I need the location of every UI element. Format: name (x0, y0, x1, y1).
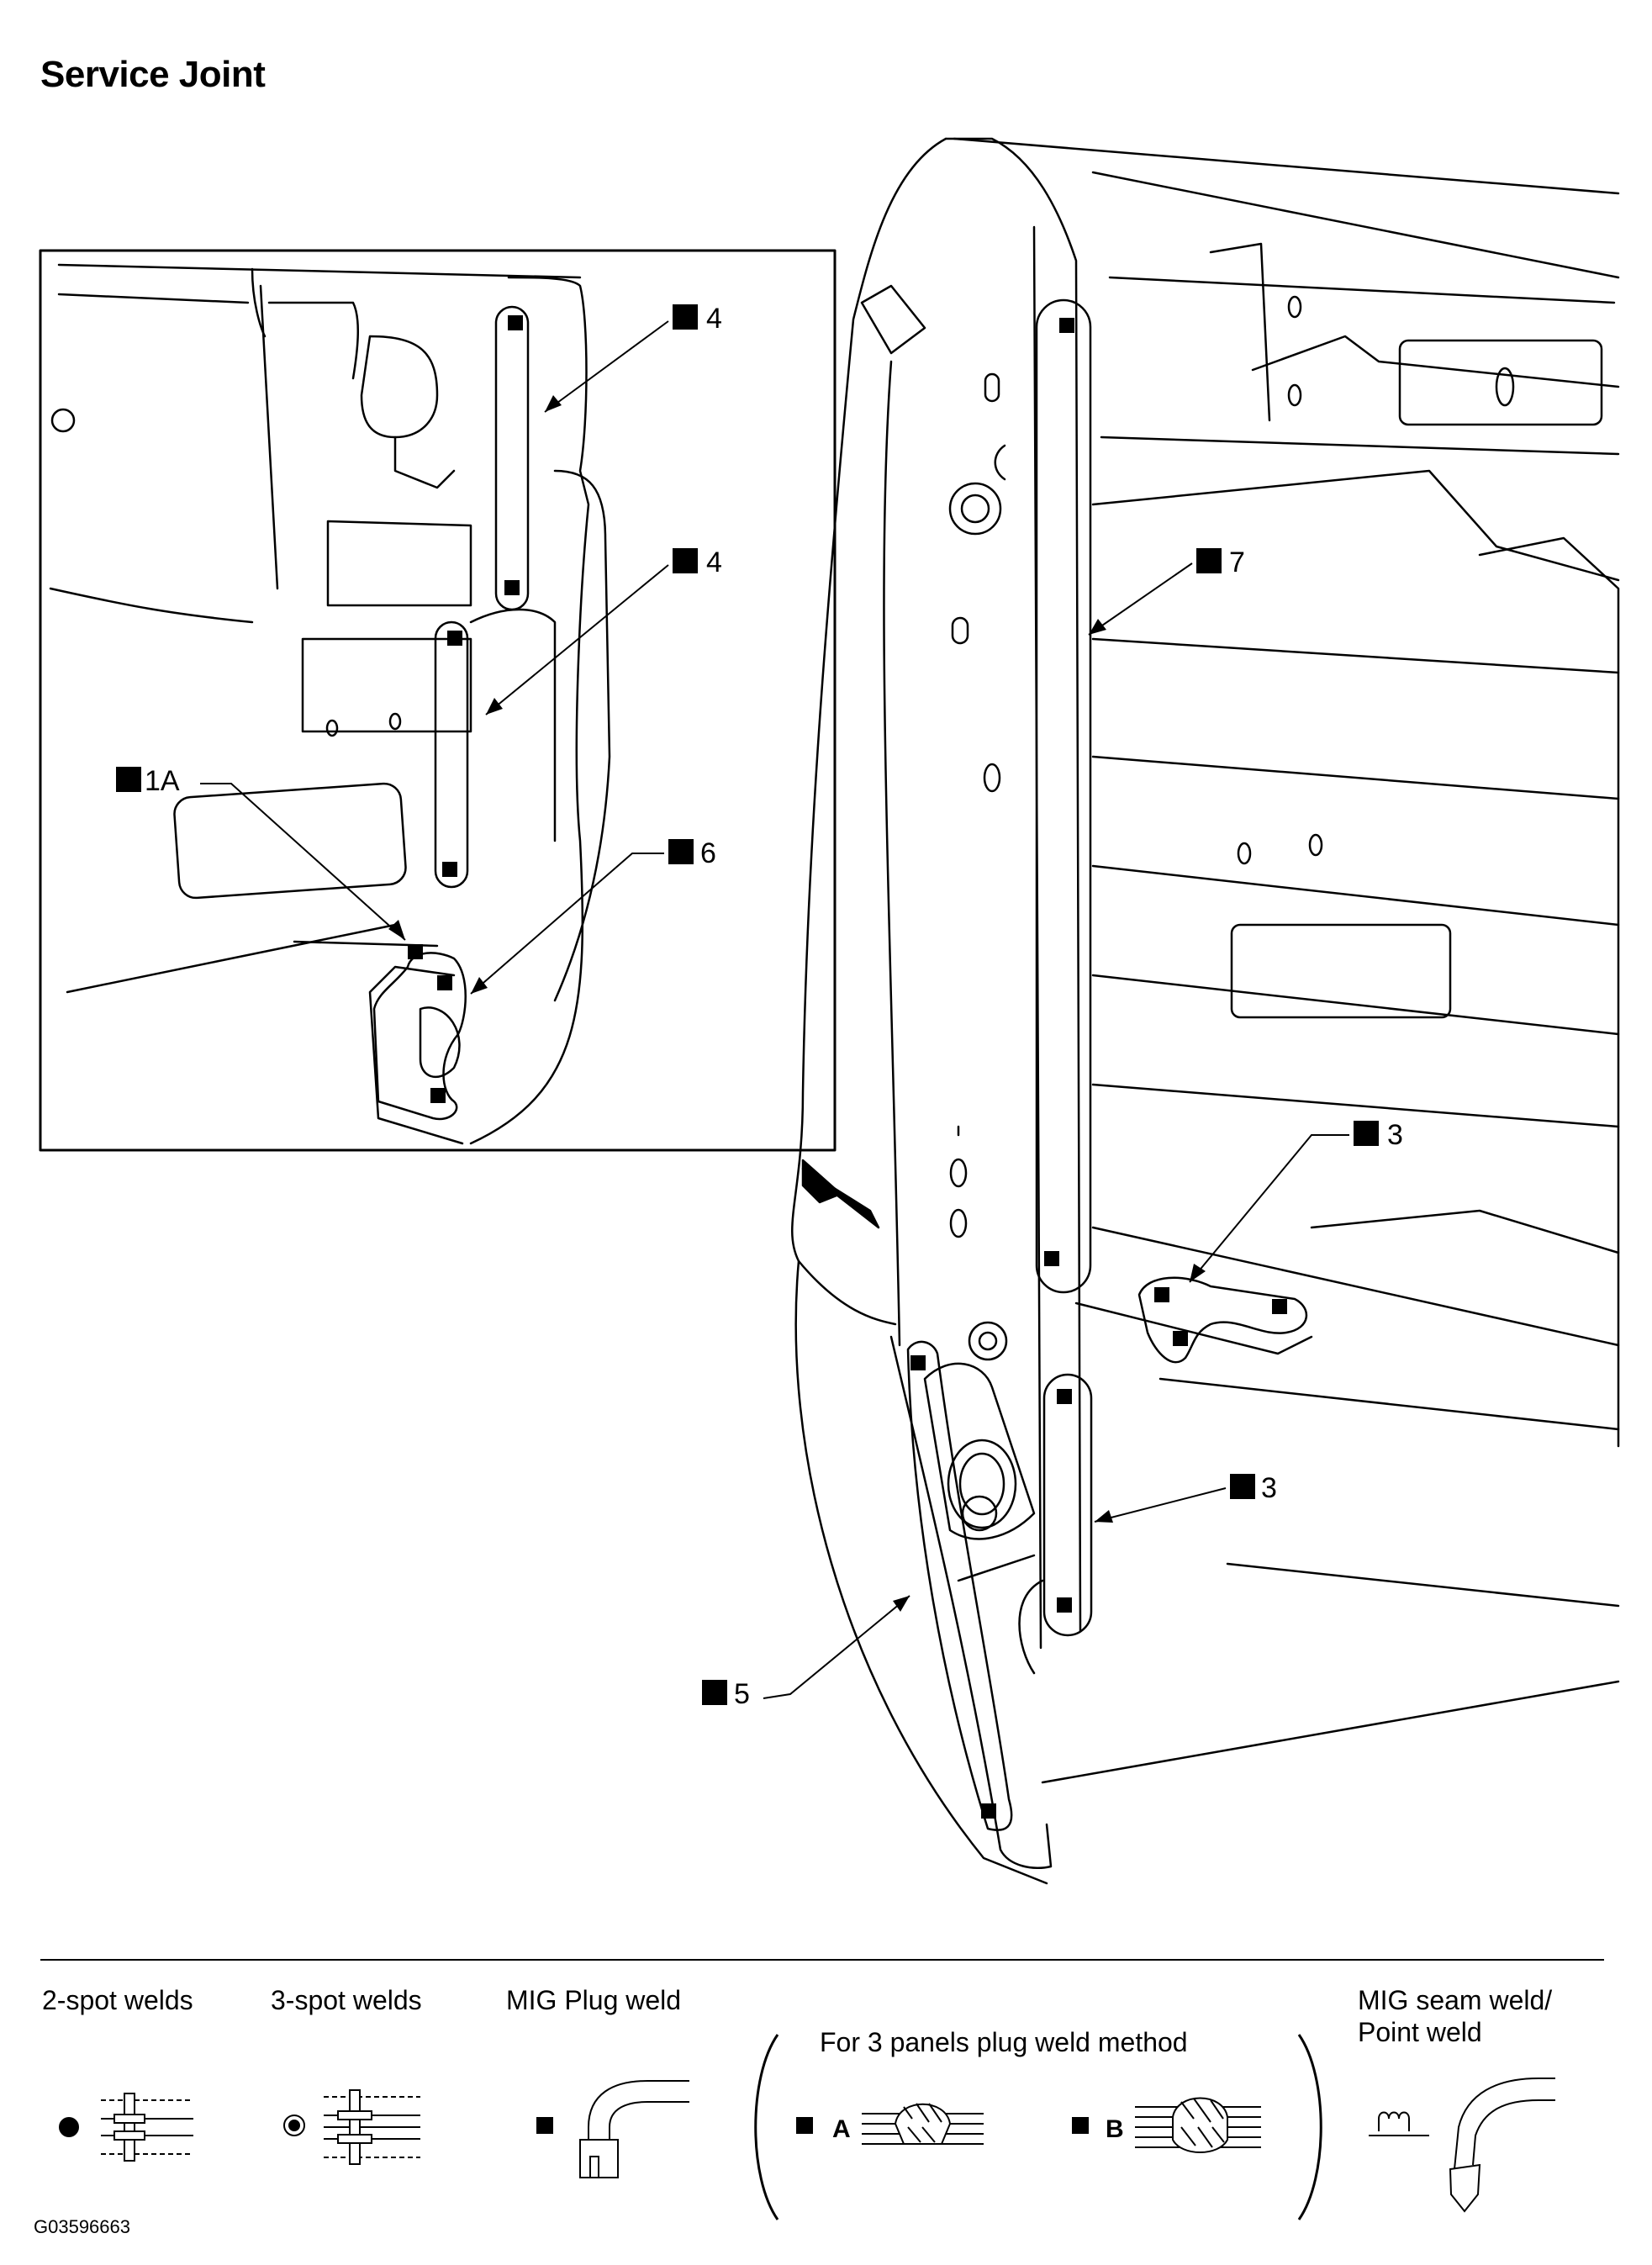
callout-label-6: 6 (700, 837, 716, 869)
legend-two-spot-label: 2-spot welds (42, 1985, 193, 2015)
callout-label-5: 5 (734, 1678, 750, 1710)
seam-weld-3-lower (1042, 1373, 1093, 1637)
page-title: Service Joint (40, 54, 266, 95)
legend-three-spot-label: 3-spot welds (271, 1985, 422, 2015)
figure-id: G03596663 (34, 2216, 130, 2237)
main-pillar (791, 137, 1082, 1885)
legend-mig-seam-line1: MIG seam weld/ (1358, 1985, 1553, 2015)
callout-label-3-upper: 3 (1387, 1119, 1403, 1151)
mig-seam-weld-icon (1369, 2078, 1555, 2213)
callout-label-4-upper: 4 (706, 303, 722, 335)
inset-seam-6 (372, 952, 467, 1121)
legend-mig-seam-label: MIG seam weld/ Point weld (1358, 1984, 1552, 2048)
callout-label-3-lower: 3 (1261, 1472, 1277, 1504)
callout-boxes (116, 304, 1379, 1705)
callout-arrowheads (388, 395, 1206, 1612)
method-b-label: B (1106, 2115, 1124, 2143)
legend-three-panels-label: For 3 panels plug weld method (820, 2027, 1188, 2057)
floor-bracket (1074, 1301, 1313, 1355)
legend-divider (40, 1959, 1604, 1961)
inset-frame (39, 249, 837, 1152)
seam-weld-3-upper (1137, 1276, 1308, 1364)
seam-weld-7 (1035, 298, 1092, 1294)
inset-detail (49, 263, 611, 1145)
inset-seam-4-lower (434, 620, 469, 889)
callout-leaders (200, 320, 1349, 1699)
legend-mig-seam-line2: Point weld (1358, 2017, 1482, 2047)
callout-label-4-lower: 4 (706, 546, 722, 578)
plug-weld-markers (408, 315, 1287, 1819)
legend-open-paren (754, 2034, 779, 2220)
legend-close-paren (1297, 2034, 1322, 2220)
main-body-outline (953, 137, 1620, 1784)
mig-plug-weld-icon (536, 2080, 689, 2178)
inset-seam-4-upper (494, 305, 530, 611)
callout-label-1a: 1A (145, 765, 180, 797)
callout-label-7: 7 (1229, 546, 1245, 578)
legend-mig-plug-label: MIG Plug weld (506, 1985, 682, 2015)
plug-method-a-icon (796, 2103, 984, 2145)
method-a-label: A (832, 2115, 851, 2143)
three-spot-weld-icon (283, 2089, 420, 2165)
seam-weld-5 (906, 1340, 1013, 1831)
plug-method-b-icon (1072, 2097, 1261, 2153)
two-spot-weld-icon (59, 2093, 193, 2162)
